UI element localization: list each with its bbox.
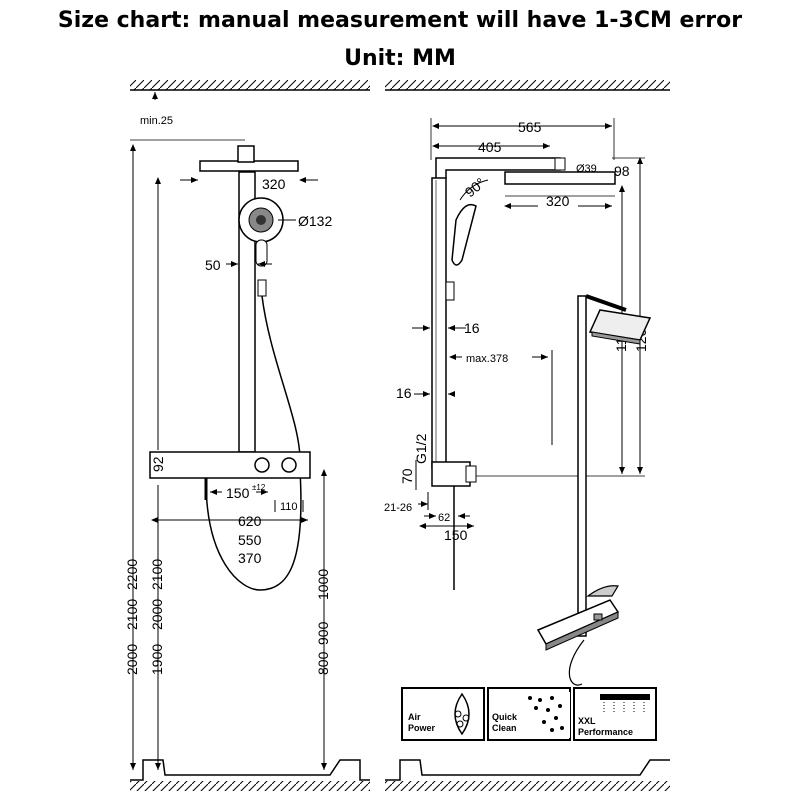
quick-clean-icon	[520, 692, 570, 738]
badge-quick-clean-line1: Quick	[492, 712, 518, 722]
head-depth-label: 320	[546, 193, 570, 209]
head-width-label: 320	[262, 176, 286, 192]
feature-badges: Air Power Quick Clean	[401, 687, 657, 741]
mixer-height-900-label: 900	[315, 621, 331, 645]
badge-xxl-line2: Performance	[578, 727, 633, 737]
badge-air-power-line2: Power	[408, 723, 436, 733]
thermostat-side	[431, 461, 471, 487]
knob-spacing-label: 110	[280, 501, 298, 513]
slide-rail	[431, 177, 447, 469]
badge-quick-clean: Quick Clean	[487, 687, 571, 741]
height-2200-label: 2200	[124, 559, 140, 590]
badge-air-power-line1: Air	[408, 712, 421, 722]
ceiling-hatch	[130, 80, 370, 90]
thermostat-height-label: 92	[150, 456, 166, 472]
shower-hose	[205, 469, 302, 591]
height-2000-a-label: 2000	[124, 644, 140, 675]
arm-length-label: 565	[518, 119, 542, 135]
product-perspective-sketch	[536, 294, 652, 686]
hand-shower-side	[451, 203, 477, 266]
riser-offset-label: 50	[205, 257, 221, 273]
overhead-shower-side	[504, 171, 616, 185]
min-clearance-label: min.25	[140, 115, 173, 127]
wall-gap-label: 21-26	[384, 502, 412, 514]
width-620-label: 620	[238, 513, 262, 529]
mixer-tolerance-label: ±12	[252, 483, 266, 492]
rail-3d	[577, 295, 587, 637]
width-370-label: 370	[238, 550, 262, 566]
width-550-label: 550	[238, 532, 262, 548]
hand-shower-diameter-label: Ø132	[298, 213, 332, 229]
thread-label: G1/2	[413, 433, 429, 464]
badge-xxl-performance: XXL Performance	[573, 687, 657, 741]
badge-air-power: Air Power	[401, 687, 485, 741]
rail-depth-label: 16	[396, 385, 412, 401]
front-view: min.25 320 Ø132 50 92 150 ±1	[124, 80, 370, 791]
angle-label: 90°	[462, 174, 489, 200]
badge-xxl-line1: XXL	[578, 716, 596, 726]
body-depth-label: 150	[444, 527, 468, 543]
arm-reach-label: 405	[478, 139, 502, 155]
ceiling-hatch	[385, 80, 670, 90]
outlet-offset-label: 62	[438, 512, 450, 524]
head-thickness-label: 98	[614, 163, 630, 179]
max-reach-label: max.378	[466, 353, 508, 365]
xxl-performance-icon	[600, 694, 650, 712]
connector-height-label: 70	[399, 468, 415, 484]
temperature-knob	[254, 457, 270, 473]
hand-shower-3d	[586, 585, 619, 597]
badge-quick-clean-line2: Clean	[492, 723, 517, 733]
rail-width-label: 16	[464, 320, 480, 336]
page-title: Size chart: manual measurement will have…	[57, 8, 743, 33]
flow-knob	[281, 457, 297, 473]
height-1900-label: 1900	[149, 644, 165, 675]
height-2100-b-label: 2100	[149, 559, 165, 590]
air-power-icon	[454, 692, 470, 736]
mixer-height-800-label: 800	[315, 651, 331, 675]
mixer-depth-label: 150	[226, 485, 250, 501]
side-view: 565 405 Ø39 98 320 90° 16 max.378	[384, 80, 670, 791]
shower-tray-side	[385, 759, 670, 781]
unit-label: Unit: MM	[344, 46, 456, 71]
height-2100-a-label: 2100	[124, 599, 140, 630]
mixer-height-1000-label: 1000	[315, 569, 331, 600]
shower-tray	[130, 759, 370, 781]
height-2000-b-label: 2000	[149, 599, 165, 630]
